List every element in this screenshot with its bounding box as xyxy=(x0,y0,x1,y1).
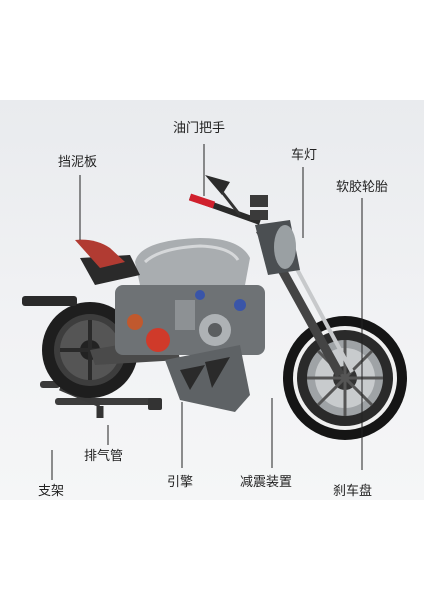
engine-illustration xyxy=(115,285,265,355)
front-wheel xyxy=(283,316,407,440)
label-suspension: 减震装置 xyxy=(240,475,293,490)
label-engine: 引擎 xyxy=(167,475,194,490)
label-headlight: 车灯 xyxy=(291,148,318,163)
label-stand: 支架 xyxy=(38,484,65,499)
label-tire: 软胶轮胎 xyxy=(336,180,389,195)
fuel-tank xyxy=(135,238,250,285)
label-exhaust: 排气管 xyxy=(84,449,124,464)
label-brake-disc: 刹车盘 xyxy=(333,484,373,499)
label-throttle: 油门把手 xyxy=(173,121,226,136)
label-fender: 挡泥板 xyxy=(58,155,98,170)
callout-lines xyxy=(51,144,363,480)
